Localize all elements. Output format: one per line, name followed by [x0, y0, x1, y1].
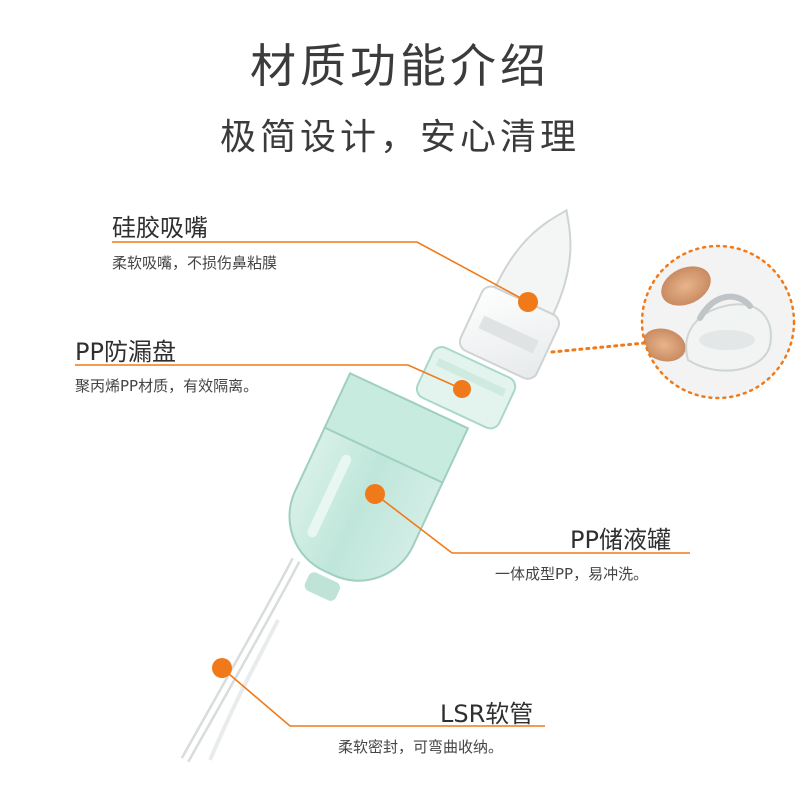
feature-desc-disc: 聚丙烯PP材质，有效隔离。: [75, 377, 259, 395]
page-subtitle: 极简设计，安心清理: [219, 117, 580, 158]
silicone-nozzle-icon: [458, 208, 572, 380]
feature-label-nozzle: 硅胶吸嘴: [112, 214, 208, 242]
feature-desc-nozzle: 柔软吸嘴，不损伤鼻粘膜: [112, 254, 278, 272]
page-title: 材质功能介绍: [250, 39, 550, 93]
zoom-connector: [550, 341, 647, 354]
valve-closeup-icon: [640, 244, 796, 400]
storage-tank-icon: [288, 371, 470, 601]
feature-desc-tube: 柔软密封，可弯曲收纳。: [338, 738, 504, 756]
feature-desc-tank: 一体成型PP，易冲洗。: [495, 565, 649, 583]
feature-label-tank: PP储液罐: [570, 526, 671, 554]
callout-lines: [75, 241, 690, 727]
callout-dots: [212, 292, 538, 678]
soft-tube-icon: [180, 557, 301, 763]
feature-label-disc: PP防漏盘: [75, 338, 176, 366]
feature-label-tube: LSR软管: [440, 700, 534, 728]
